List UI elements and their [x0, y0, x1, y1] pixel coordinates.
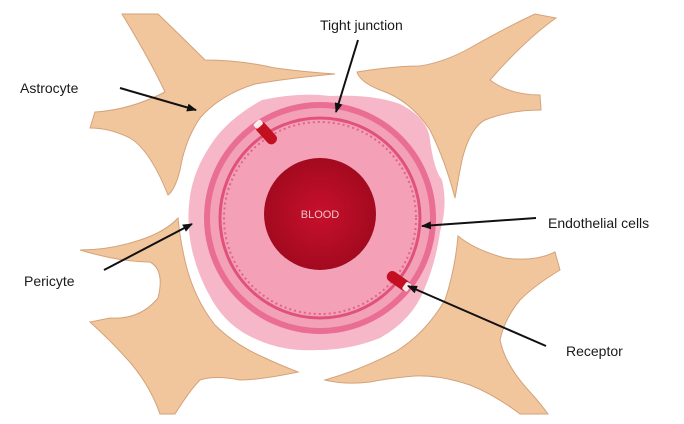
blood-label: BLOOD: [301, 209, 340, 221]
label-pericyte: Pericyte: [24, 273, 75, 289]
label-receptor: Receptor: [566, 343, 623, 359]
label-astrocyte: Astrocyte: [20, 80, 79, 96]
label-endothelial-cells: Endothelial cells: [548, 215, 649, 231]
label-tight-junction: Tight junction: [320, 17, 403, 33]
vessel: BLOOD: [188, 95, 444, 351]
